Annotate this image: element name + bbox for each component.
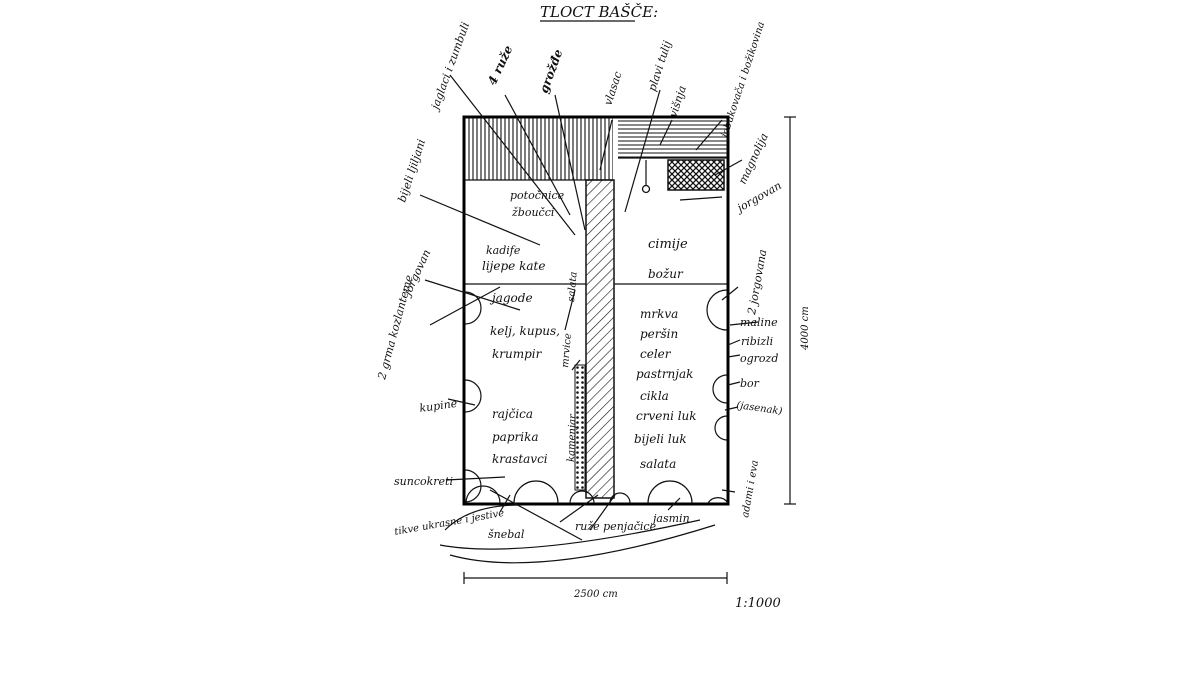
callout-adami-i-eva: adami i eva	[740, 459, 761, 518]
bed-left-upper-1: kadife	[486, 244, 521, 257]
bed-right-lower-4: pastrnjak	[636, 367, 693, 381]
bed-arc-1	[444, 504, 521, 531]
callout-maline: maline	[740, 316, 778, 329]
callout-suncokreti: suncokreti	[394, 475, 453, 488]
shrub-right-2	[712, 374, 728, 404]
callout-4-ruze: 4 ruže	[485, 43, 516, 87]
shrub-bottom-4	[609, 492, 631, 504]
width-label: 2500 cm	[573, 589, 618, 600]
callout-jorgovani-right: 2 jorgovana	[745, 248, 769, 316]
central-path	[585, 179, 615, 499]
bed-left-middle-1: jagode	[489, 291, 533, 305]
callout-magnolija: magnolija	[736, 131, 771, 186]
bed-right-lower-7: bijeli luk	[634, 432, 687, 446]
callout-plavi-tulij: plavi tulij	[645, 39, 674, 93]
bed-right-lower-3: celer	[640, 347, 672, 361]
bed-left-upper-2: lijepe kate	[482, 259, 545, 273]
bed-left-lower-2: paprika	[492, 430, 539, 444]
callout-grmovi: 2 grma kozlanteme	[375, 273, 416, 382]
shrub-bottom-2	[513, 480, 559, 504]
callout-snebal: šnebal	[488, 528, 525, 541]
callout-bor: bor	[740, 377, 760, 390]
dimension-height: 4000 cm	[784, 116, 811, 505]
dimension-width: 2500 cm	[463, 572, 728, 600]
garden-boundary	[462, 115, 730, 506]
bed-left-lower-3: krastavci	[492, 452, 548, 466]
bed-top-left-2: žboučci	[511, 206, 554, 219]
bed-right-lower-1: mrkva	[640, 307, 678, 321]
dotted-strip	[574, 364, 586, 491]
hatched-strip-top-right	[618, 118, 728, 158]
callout-jabukovaca: jabukovača i božikovina	[719, 20, 767, 140]
bed-labels: potočnice žboučci kadife lijepe kate jag…	[482, 189, 697, 471]
leader-lines	[419, 74, 759, 541]
bed-right-lower-5: cikla	[640, 389, 669, 403]
shrub-right-1	[706, 289, 728, 331]
callout-salata-path: salata	[566, 271, 580, 302]
shrub-bottom-1	[465, 485, 501, 504]
plan-title: TLOCT BAŠČE:	[540, 2, 658, 21]
bed-right-lower-8: salata	[640, 457, 676, 471]
scale-label: 1:1000	[735, 596, 781, 611]
callout-ribizli: ribizli	[741, 335, 773, 348]
bed-left-middle-2: kelj, kupus,	[490, 324, 560, 338]
bed-arc-2	[439, 519, 701, 550]
bed-left-middle-3: krumpir	[492, 347, 543, 361]
callout-mrvice: mrvice	[560, 333, 574, 369]
hatched-strip-top-left	[465, 118, 613, 180]
shrub-left-1	[464, 291, 482, 325]
callout-jasenak: (jasenak)	[736, 400, 784, 417]
bed-right-lower-6: crveni luk	[636, 409, 697, 423]
shrub-left-2	[464, 379, 482, 413]
bed-right-upper-1: cimije	[648, 237, 688, 252]
callout-ruze-penjacice: ruže penjačice	[575, 520, 657, 533]
bed-right-lower-2: peršin	[640, 327, 678, 341]
callout-visnja: višnja	[666, 84, 688, 119]
tree-circle	[641, 184, 651, 194]
callout-jaglaci: jaglaci i zumbuli	[428, 20, 473, 113]
magnolia-block	[667, 159, 725, 191]
callout-bijeli-ljiljani: bijeli ljiljani	[395, 138, 428, 204]
callout-jorgovan-top-right: jorgovan	[732, 179, 783, 216]
height-label: 4000 cm	[800, 306, 811, 351]
callout-kamenjar: kamenjar	[566, 413, 579, 462]
shrub-bottom-6	[707, 497, 729, 504]
bed-top-left-1: potočnice	[510, 189, 565, 202]
bed-arc-3	[449, 524, 716, 564]
shrub-bottom-5	[647, 480, 693, 504]
callout-ogrozd: ogrozd	[740, 352, 778, 365]
bed-left-lower-1: rajčica	[492, 407, 533, 421]
bed-right-upper-2: božur	[648, 267, 684, 281]
callout-kupine: kupine	[419, 397, 459, 415]
shrub-right-3	[714, 415, 728, 441]
callout-jasmin: jasmin	[650, 512, 690, 525]
callout-vlasac: vlasac	[601, 70, 624, 107]
callout-grozde: grožđe	[537, 47, 566, 95]
